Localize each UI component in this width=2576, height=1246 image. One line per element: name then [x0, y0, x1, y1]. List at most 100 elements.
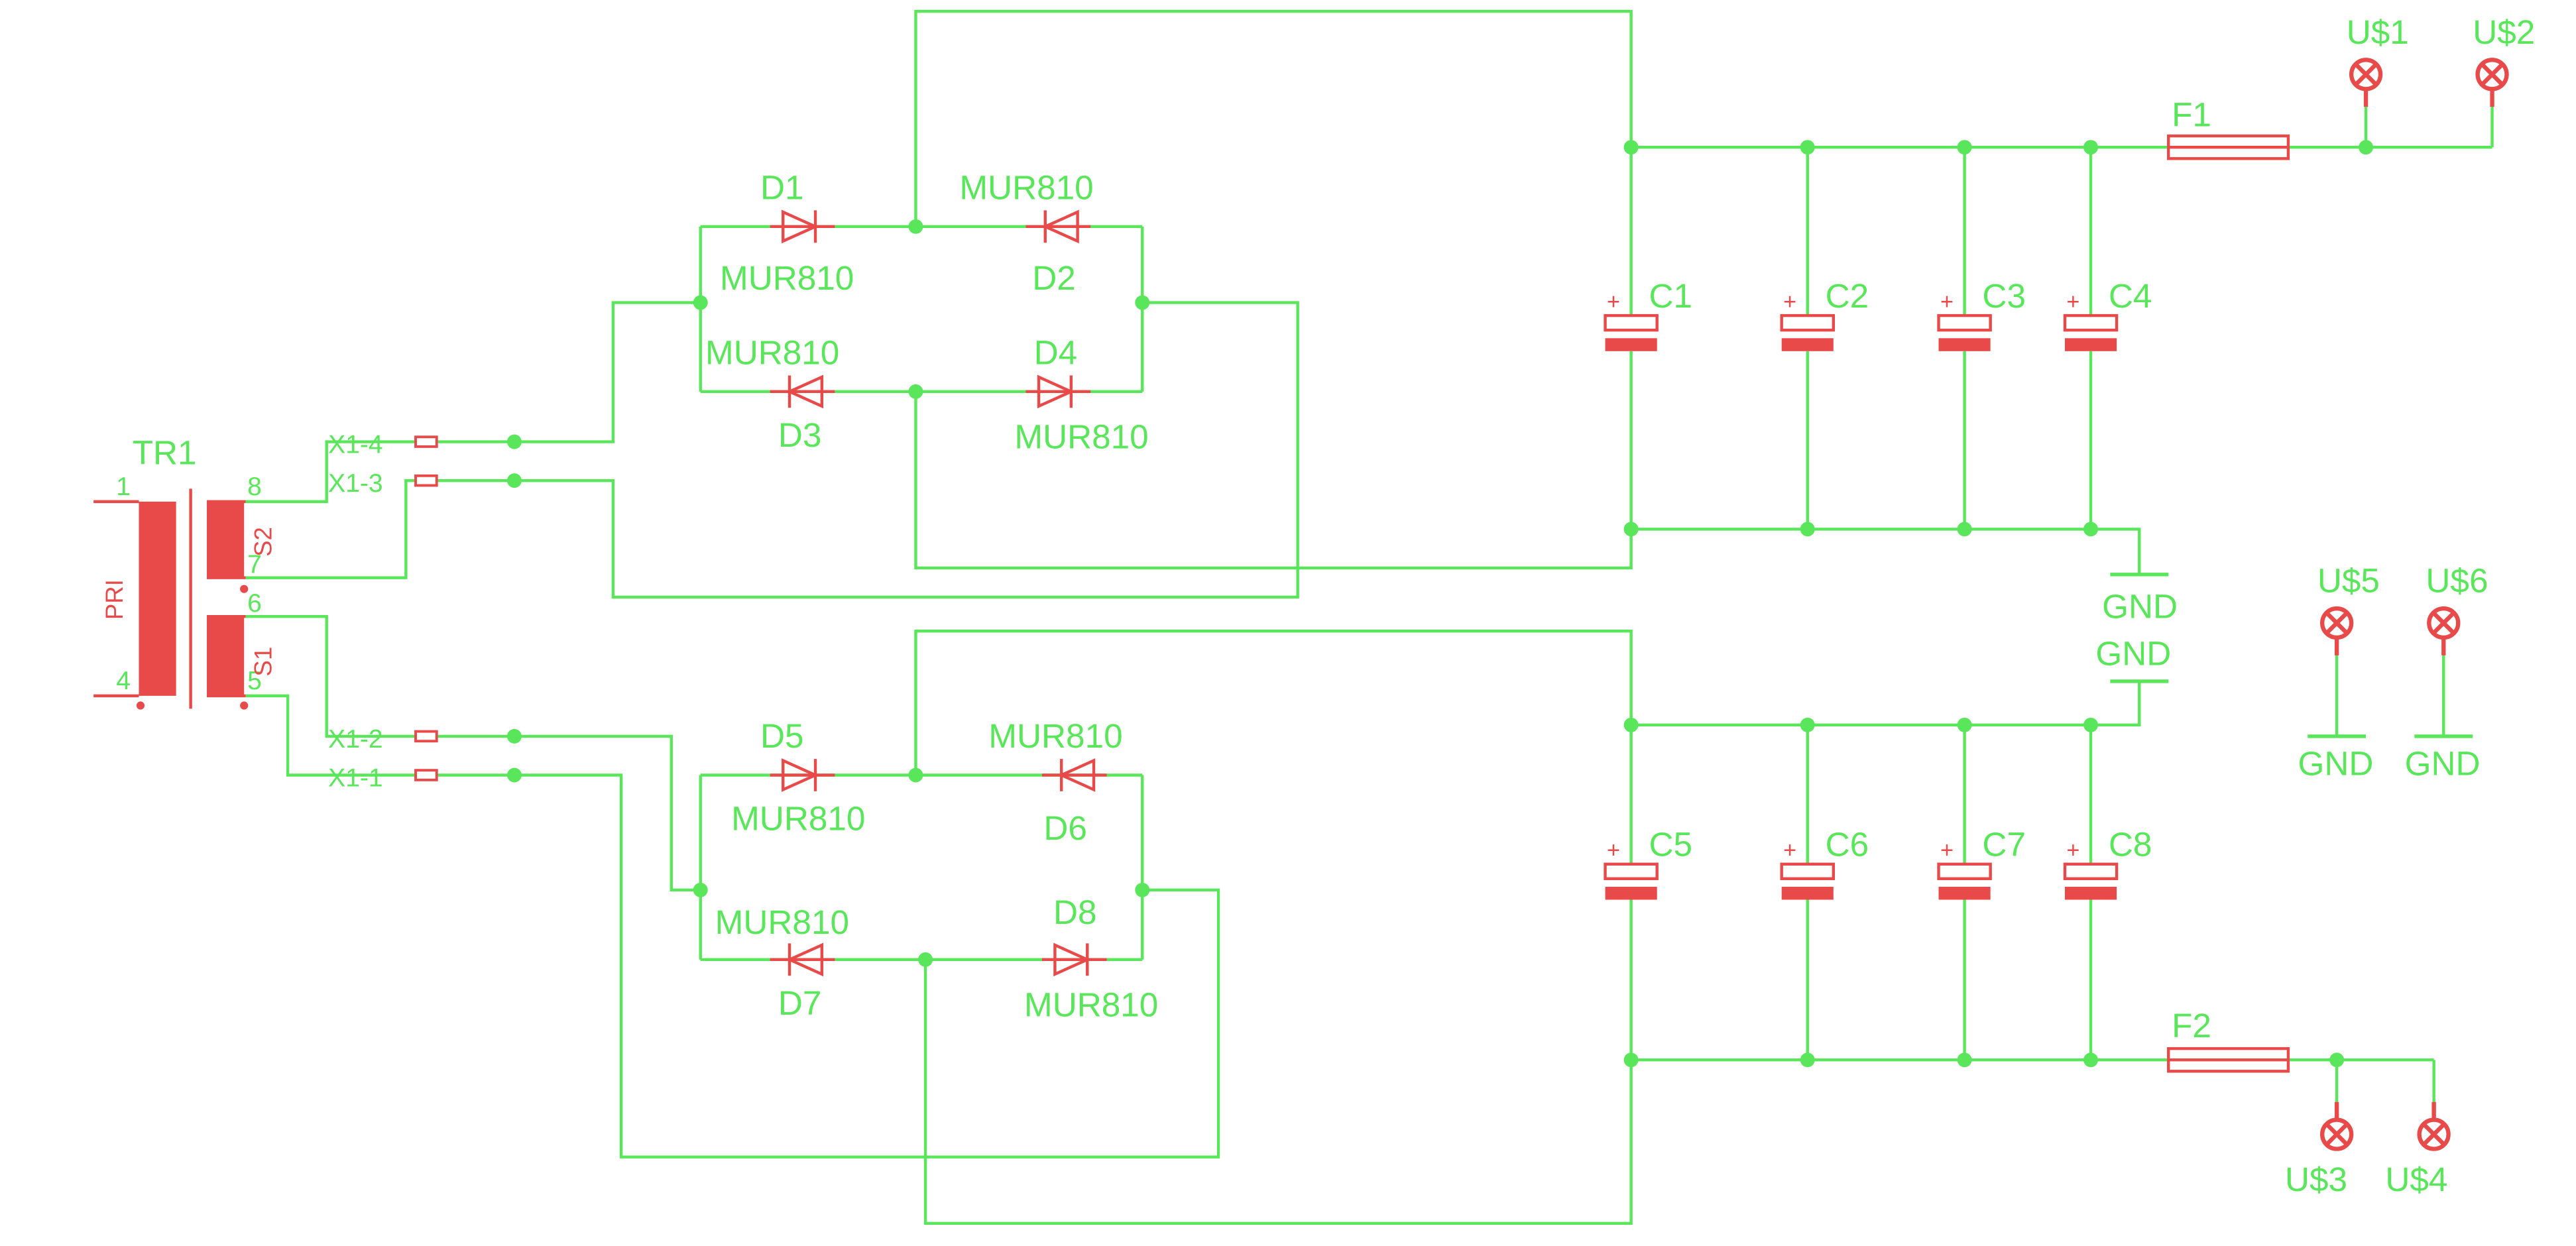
ground-symbols: [2110, 573, 2473, 738]
polarity-plus: +: [1607, 838, 1620, 863]
winding-label-s2: S2: [250, 527, 277, 557]
ground-label: GND: [2102, 588, 2178, 626]
connector-pin-x1-3: [414, 474, 438, 487]
capacitor-name: C5: [1649, 826, 1692, 864]
fuse-name: F2: [2172, 1007, 2211, 1045]
pin-label: 7: [247, 550, 262, 579]
connector-pin-x1-1: [414, 769, 438, 781]
capacitor-c2: [1780, 313, 1836, 351]
terminal-u4: [2417, 1102, 2451, 1151]
terminal-name: U$3: [2285, 1161, 2347, 1198]
transformer-name: TR1: [133, 434, 197, 472]
secondary-winding-s2: [207, 501, 245, 578]
capacitor-name: C1: [1649, 277, 1692, 315]
secondary-winding-s1: [207, 616, 245, 696]
capacitor-c5: [1604, 862, 1659, 900]
pin-label: 6: [247, 589, 262, 618]
diode-value: MUR810: [720, 259, 854, 297]
polarity-dot: [240, 585, 249, 593]
fuse-f2: [2167, 1047, 2290, 1073]
capacitor-c1: [1604, 313, 1659, 351]
pin-label: 1: [116, 473, 131, 501]
diode-d8: [1041, 942, 1107, 977]
diode-value: MUR810: [715, 903, 849, 941]
connector-label: X1-3: [328, 469, 382, 498]
polarity-dot: [136, 701, 145, 710]
diode-name: D4: [1034, 333, 1078, 371]
winding-label-pri: PRI: [101, 579, 128, 620]
diode-name: D1: [760, 168, 804, 206]
connector-label: X1-4: [328, 431, 382, 459]
diode-name: D7: [778, 984, 822, 1022]
connector-pin-x1-2: [414, 730, 438, 743]
polarity-plus: +: [1607, 289, 1620, 314]
ground-label: GND: [2405, 745, 2481, 783]
capacitor-c7: [1937, 862, 1992, 900]
diode-value: MUR810: [1014, 418, 1148, 455]
capacitor-name: C2: [1826, 277, 1869, 315]
diode-name: D3: [778, 416, 822, 454]
polarity-plus: +: [1940, 838, 1954, 863]
diode-d7: [770, 942, 835, 977]
fuse-name: F1: [2172, 95, 2211, 133]
diode-d5: [770, 758, 835, 792]
connector-pin-x1-4: [414, 435, 438, 448]
diode-name: D8: [1053, 893, 1097, 931]
capacitor-c3: [1937, 313, 1992, 351]
polarity-plus: +: [1783, 289, 1796, 314]
diode-value: MUR810: [959, 168, 1093, 206]
terminal-u1: [2349, 58, 2383, 107]
primary-winding: [139, 501, 176, 696]
diode-d1: [770, 209, 835, 244]
diode-labels: D1 MUR810 MUR810 D2 MUR810 D3 D4 MUR810 …: [705, 168, 1158, 1023]
diode-value: MUR810: [705, 333, 839, 371]
diode-value: MUR810: [731, 800, 865, 838]
capacitor-name: C7: [1982, 826, 2026, 864]
pin-label: 4: [116, 667, 131, 695]
connector-x1: X1-4 X1-3 X1-2 X1-1: [328, 431, 438, 793]
diode-d3: [770, 374, 835, 409]
transformer-tr1: TR1 1 4 8 7 6 5 PRI S2 S1: [93, 434, 277, 710]
diode-value: MUR810: [1024, 986, 1158, 1023]
terminal-labels: U$1 U$2 U$5 U$6 U$3 U$4: [2285, 13, 2535, 1198]
terminal-u3: [2319, 1102, 2354, 1151]
diodes: [770, 209, 1107, 977]
terminal-name: U$1: [2347, 13, 2409, 51]
diode-value: MUR810: [988, 717, 1122, 755]
diode-d4: [1025, 374, 1091, 409]
terminals: [2319, 58, 2509, 1151]
terminal-u5: [2319, 606, 2354, 655]
pin-label: 8: [247, 473, 262, 501]
ground-label: GND: [2095, 634, 2171, 672]
diode-name: D2: [1032, 259, 1076, 297]
diode-name: D6: [1043, 809, 1087, 847]
terminal-name: U$5: [2317, 562, 2380, 600]
polarity-plus: +: [1783, 838, 1796, 863]
connector-label: X1-1: [328, 764, 382, 793]
polarity-plus: +: [2066, 838, 2079, 863]
fuses: [2167, 134, 2290, 1073]
ground-label: GND: [2298, 745, 2374, 783]
capacitor-c4: [2063, 313, 2119, 351]
capacitor-name: C6: [1826, 826, 1869, 864]
terminal-u2: [2475, 58, 2509, 107]
polarity-plus: +: [1940, 289, 1954, 314]
capacitor-c8: [2063, 862, 2119, 900]
terminal-name: U$6: [2426, 562, 2488, 600]
fuse-f1: [2167, 134, 2290, 160]
winding-label-s1: S1: [250, 647, 277, 677]
connector-label: X1-2: [328, 725, 382, 754]
capacitor-name: C3: [1982, 277, 2026, 315]
terminal-name: U$4: [2385, 1161, 2447, 1198]
polarity-dot: [240, 701, 249, 710]
diode-name: D5: [760, 717, 804, 755]
junction-dots: [506, 140, 2374, 1068]
terminal-name: U$2: [2473, 13, 2535, 51]
capacitor-labels: + + + + + + + + C1 C2 C3 C4 C5 C6 C7 C8: [1607, 277, 2152, 864]
terminal-u6: [2427, 606, 2461, 655]
diode-d2: [1025, 209, 1091, 244]
capacitor-name: C4: [2109, 277, 2152, 315]
pin-label: 5: [247, 667, 262, 695]
polarity-plus: +: [2066, 289, 2079, 314]
